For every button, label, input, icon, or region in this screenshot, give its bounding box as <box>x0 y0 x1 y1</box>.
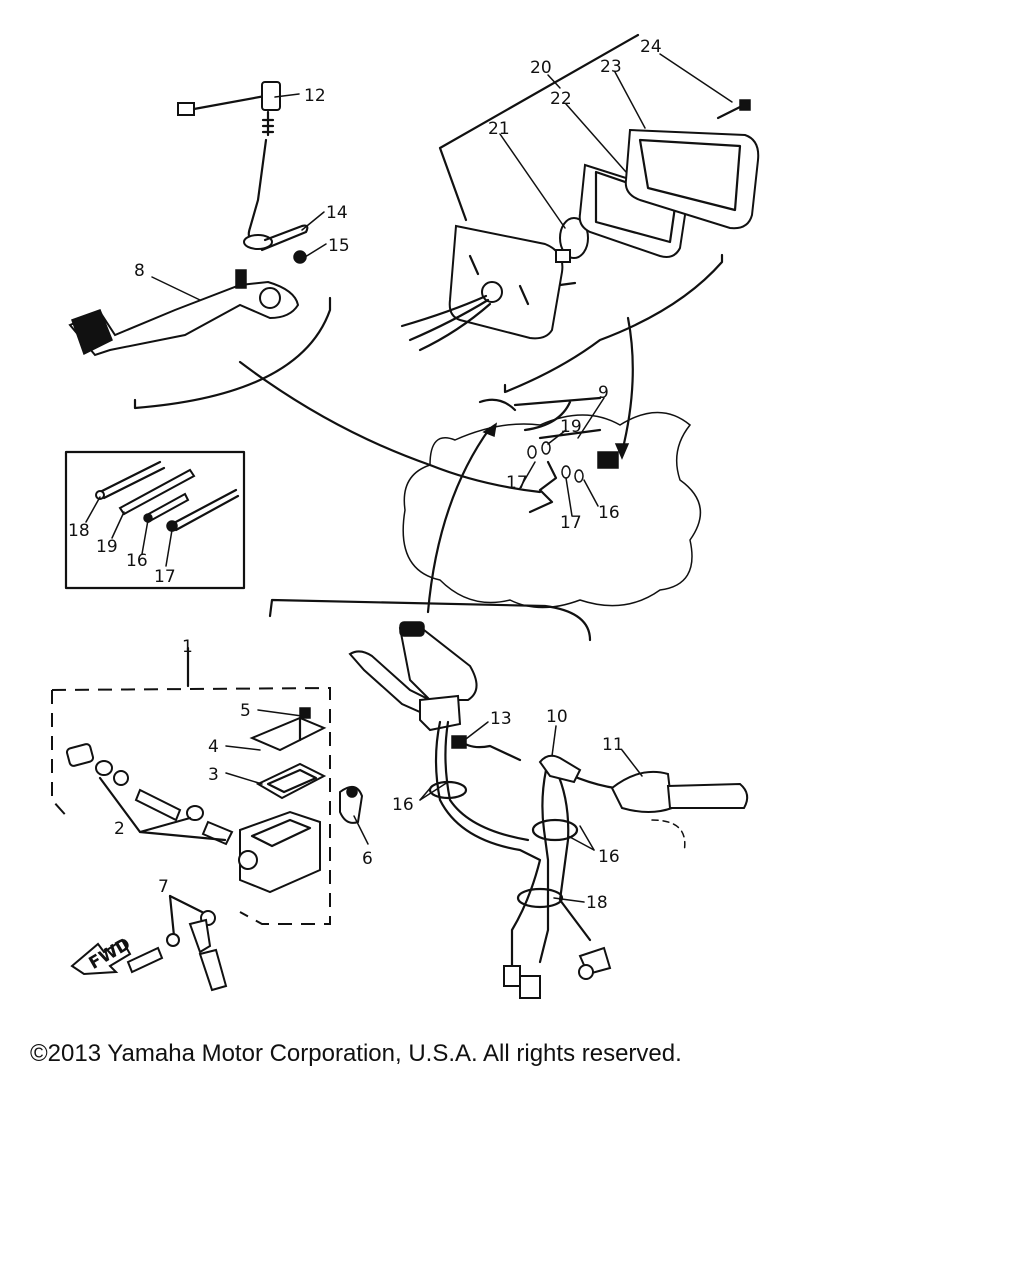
callout-23: 23 <box>600 57 622 77</box>
exploded-parts-diagram: FWD <box>51 33 760 999</box>
taillight-group <box>400 33 760 394</box>
callout-19b: 19 <box>96 537 118 557</box>
callout-17a: 17 <box>506 473 528 493</box>
callout-numbers: 12 14 15 8 20 21 22 23 24 9 19 17 17 16 … <box>68 37 662 913</box>
callout-2: 2 <box>114 819 125 839</box>
lens <box>624 128 760 230</box>
main-harness <box>434 720 542 970</box>
atv-outline <box>402 396 702 609</box>
callout-21: 21 <box>488 119 510 139</box>
clamp-17 <box>170 488 240 532</box>
brake-pedal-group <box>68 81 332 410</box>
switch-connector <box>177 102 195 116</box>
callout-9: 9 <box>598 383 609 403</box>
fwd-arrow <box>70 938 132 976</box>
callout-3: 3 <box>208 765 219 785</box>
callout-10: 10 <box>546 707 568 727</box>
master-cylinder-group: FWD <box>51 646 364 992</box>
callout-17c: 17 <box>154 567 176 587</box>
callout-18a: 18 <box>68 521 90 541</box>
callout-6: 6 <box>362 849 373 869</box>
kit-boundary <box>51 686 331 925</box>
leader-taillight <box>620 316 634 454</box>
right-grip <box>666 782 749 809</box>
callout-18b: 18 <box>586 893 608 913</box>
right-switch <box>610 770 674 813</box>
connector-a <box>503 965 521 987</box>
brake-lever <box>348 650 432 714</box>
diaphragm <box>255 762 327 800</box>
bulb <box>559 217 589 259</box>
callout-20: 20 <box>530 58 552 78</box>
callout-15: 15 <box>328 236 350 256</box>
taillight-location <box>597 451 619 469</box>
callout-1: 1 <box>182 637 193 657</box>
leader-pedal <box>238 360 542 494</box>
callout-24: 24 <box>640 37 662 57</box>
cable-tie-19 <box>118 468 196 516</box>
callout-8: 8 <box>134 261 145 281</box>
bolt-15 <box>293 250 307 264</box>
leader-handlebar <box>426 426 492 614</box>
copyright-notice: ©2013 Yamaha Motor Corporation, U.S.A. A… <box>30 1040 682 1067</box>
callout-16c: 16 <box>392 795 414 815</box>
callout-19: 19 <box>560 417 582 437</box>
callout-17b: 17 <box>560 513 582 533</box>
callout-7: 7 <box>158 877 169 897</box>
callout-11: 11 <box>602 735 624 755</box>
callout-13: 13 <box>490 709 512 729</box>
callout-22: 22 <box>550 89 572 109</box>
reservoir-cover <box>249 716 327 752</box>
callout-5: 5 <box>240 701 251 721</box>
callout-16d: 16 <box>598 847 620 867</box>
brake-pedal <box>68 280 300 357</box>
handlebar-wiring-group <box>268 598 749 999</box>
cable-tie-18 <box>98 460 166 500</box>
inset-frame <box>64 450 246 590</box>
cable-tie-inset <box>64 450 246 590</box>
callout-4: 4 <box>208 737 219 757</box>
callout-14: 14 <box>326 203 348 223</box>
callout-16b: 16 <box>126 551 148 571</box>
callout-12: 12 <box>304 86 326 106</box>
callout-leaders <box>85 53 733 903</box>
callout-16a: 16 <box>598 503 620 523</box>
